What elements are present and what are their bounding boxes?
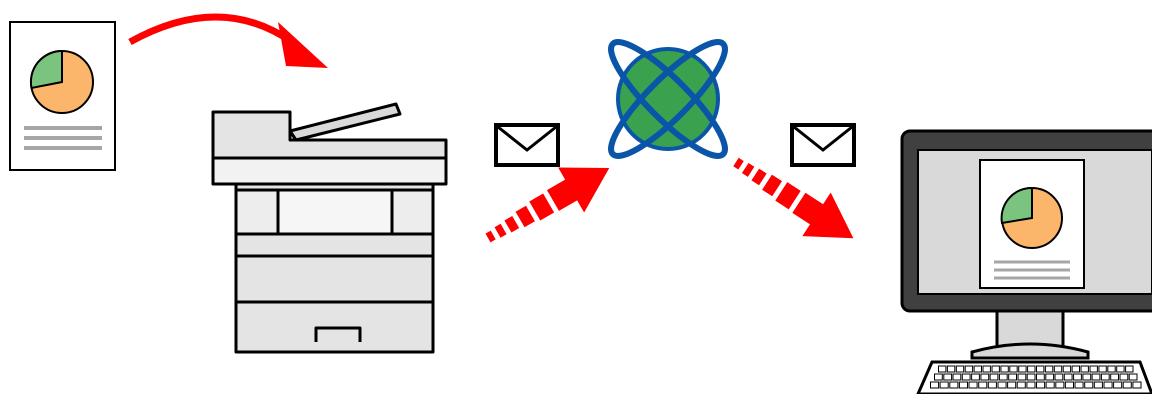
keyboard-key — [1129, 374, 1137, 380]
keyboard-key — [944, 374, 952, 380]
keyboard-key — [1045, 366, 1052, 372]
pie-chart-icon — [31, 51, 93, 113]
keyboard-key — [953, 374, 961, 380]
keyboard-key — [1108, 366, 1115, 372]
keyboard-key — [1037, 366, 1044, 372]
keyboard-key — [1074, 374, 1082, 380]
keyboard-key — [1001, 366, 1008, 372]
keyboard-key — [1037, 382, 1045, 388]
keyboard-key — [999, 374, 1007, 380]
keyboard-key — [983, 366, 990, 372]
keyboard-key — [1099, 366, 1106, 372]
keyboard-key — [1072, 366, 1079, 372]
keyboard-icon — [918, 362, 1152, 394]
keyboard-key — [990, 374, 998, 380]
keyboard-key — [1037, 374, 1045, 380]
keyboard-key — [974, 366, 981, 372]
keyboard-key — [1054, 366, 1061, 372]
keyboard-key — [1064, 374, 1072, 380]
keyboard-key — [935, 374, 943, 380]
keyboard-key — [1120, 374, 1128, 380]
keyboard-key — [1018, 374, 1026, 380]
keyboard-key — [969, 382, 977, 388]
keyboard-key — [1123, 382, 1131, 388]
keyboard-key — [1092, 374, 1100, 380]
keyboard-key — [1028, 366, 1035, 372]
keyboard-key — [1114, 382, 1122, 388]
keyboard-key — [1019, 366, 1026, 372]
keyboard-key — [992, 366, 999, 372]
keyboard-key — [1083, 374, 1091, 380]
keyboard-key — [1046, 382, 1054, 388]
keyboard-key — [947, 366, 954, 372]
keyboard-key — [1094, 382, 1102, 388]
email-envelope-icon — [792, 125, 854, 165]
keyboard-key — [931, 382, 939, 388]
keyboard-key — [1104, 382, 1112, 388]
keyboard-key — [939, 366, 946, 372]
keyboard-key — [988, 382, 996, 388]
keyboard-key — [950, 382, 958, 388]
keyboard-key — [981, 374, 989, 380]
source-document-icon — [10, 22, 115, 170]
keyboard-key — [1081, 366, 1088, 372]
keyboard-key — [962, 374, 970, 380]
globe-network-icon — [599, 30, 738, 169]
curved-arrow-to-printer — [130, 17, 328, 68]
keyboard-key — [956, 366, 963, 372]
keyboard-key — [1008, 382, 1016, 388]
keyboard-key — [1065, 382, 1073, 388]
keyboard-key — [940, 382, 948, 388]
keyboard-key — [1090, 366, 1097, 372]
keyboard-key — [1027, 374, 1035, 380]
keyboard-key — [998, 382, 1006, 388]
keyboard-key — [1117, 366, 1124, 372]
desktop-computer-icon — [902, 131, 1152, 394]
keyboard-key — [1055, 374, 1063, 380]
keyboard-key — [1111, 374, 1119, 380]
keyboard-key — [1010, 366, 1017, 372]
keyboard-key — [965, 366, 972, 372]
keyboard-key — [1063, 366, 1070, 372]
email-envelope-icon — [496, 125, 558, 165]
keyboard-key — [1101, 374, 1109, 380]
keyboard-key — [1009, 374, 1017, 380]
keyboard-key — [1056, 382, 1064, 388]
keyboard-key — [1085, 382, 1093, 388]
keyboard-key — [959, 382, 967, 388]
screen-document-icon — [980, 160, 1084, 288]
keyboard-key — [1075, 382, 1083, 388]
keyboard-key — [1133, 382, 1141, 388]
keyboard-key — [1017, 382, 1025, 388]
keyboard-key — [1046, 374, 1054, 380]
keyboard-key — [1027, 382, 1035, 388]
printer-scanner-icon — [213, 104, 446, 352]
keyboard-key — [1126, 366, 1133, 372]
keyboard-key — [979, 382, 987, 388]
keyboard-key — [972, 374, 980, 380]
